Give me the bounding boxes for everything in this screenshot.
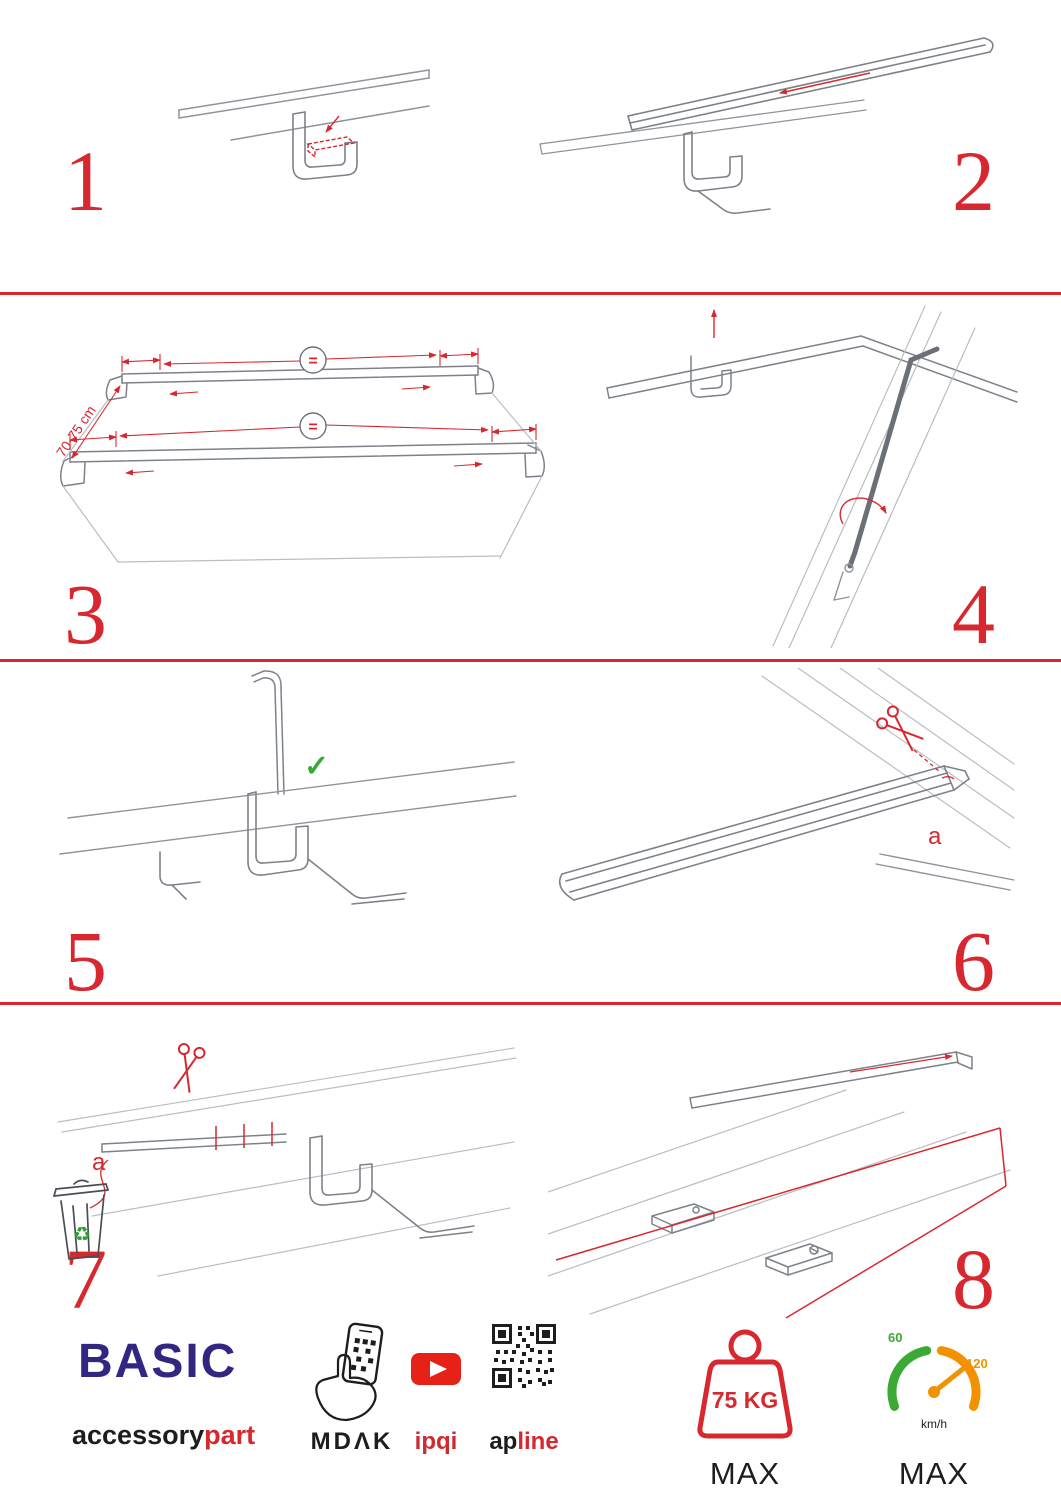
roof-lines (59, 761, 517, 855)
section-divider (0, 1002, 1061, 1005)
apline-red: line (517, 1428, 559, 1455)
step-5-illustration: ✓ (59, 670, 517, 905)
bolt-drawing (833, 563, 854, 601)
step-6-illustration: a (558, 668, 1015, 901)
clamp-drawing (292, 111, 358, 180)
qr-code-logo (492, 1324, 556, 1393)
rod-drawing (251, 670, 285, 795)
dimension-arrows (69, 348, 537, 476)
adapter-drawings (651, 1203, 833, 1276)
allen-key-icon (847, 346, 940, 569)
step-3-number: 3 (64, 566, 107, 662)
weight-75kg-icon: 75 KG (697, 1329, 793, 1439)
rail-drawing (539, 99, 867, 155)
strip-drawing (101, 1133, 287, 1153)
equals-badge: = = (299, 346, 327, 440)
speed-low-label: 60 (888, 1330, 902, 1345)
phone-scan-icon (315, 1322, 384, 1422)
clamp-drawing (683, 131, 771, 214)
step-2-number: 2 (952, 133, 995, 229)
weight-max-label: MAX (709, 1456, 781, 1491)
slide-arrow (779, 72, 871, 95)
needle-icon (931, 1365, 967, 1395)
max-speed-logo: 60 120 km/h (876, 1328, 992, 1439)
qr-modules (494, 1326, 554, 1388)
mdak-label: MDΛK (310, 1428, 394, 1455)
motion-arrows (711, 309, 887, 525)
cut-line (913, 749, 955, 780)
scissors-icon (173, 1043, 206, 1093)
section-divider (0, 292, 1061, 295)
speed-unit-label: km/h (921, 1417, 947, 1431)
youtube-logo (410, 1350, 462, 1393)
alignment-outline (555, 1054, 1007, 1319)
brand-subtitle-red: part (204, 1420, 256, 1450)
step-8-illustration (548, 1051, 1011, 1319)
step-1-number: 1 (64, 133, 107, 229)
section-divider (0, 659, 1061, 662)
roof-lines (57, 1047, 517, 1277)
qr-finder (492, 1368, 512, 1388)
step-7-illustration: a ♻ (53, 1043, 517, 1277)
speedometer-icon: 60 120 km/h (887, 1330, 988, 1431)
speed-max-label: MAX (898, 1456, 970, 1491)
hand-icon (315, 1353, 377, 1422)
clamp-drawing (309, 1135, 475, 1239)
qr-on-phone-icon (350, 1337, 376, 1372)
cut-label: a (928, 823, 942, 850)
brand-subtitle: accessorypart (72, 1420, 255, 1451)
step-1-illustration (178, 69, 430, 180)
trash-bin-icon (53, 1179, 109, 1260)
brand-title: BASIC (78, 1335, 238, 1388)
scissors-icon (876, 705, 924, 752)
max-load-logo: 75 KG (690, 1324, 800, 1451)
youtube-icon (411, 1353, 461, 1385)
weight-value: 75 KG (712, 1387, 778, 1413)
equals-symbol: = (308, 353, 317, 370)
qr-finder (492, 1324, 512, 1344)
step-5-number: 5 (64, 913, 107, 1009)
step-2-illustration (539, 37, 994, 214)
phone-scan-logo (310, 1322, 396, 1427)
play-icon (430, 1361, 447, 1377)
pillar-lines (772, 305, 976, 648)
speed-high-label: 120 (966, 1356, 988, 1371)
step-6-number: 6 (952, 913, 995, 1009)
ipqi-label: ipqi (414, 1428, 458, 1455)
rail-drawing (606, 335, 1018, 403)
step-3-illustration: = = 70-75 cm (53, 346, 545, 563)
cut-marks (89, 1122, 273, 1209)
roof-strips (761, 668, 1015, 849)
checkmark-icon: ✓ (304, 750, 329, 783)
step-4-number: 4 (952, 566, 995, 662)
roof-rail-drawing (178, 69, 430, 141)
crossbar-drawing (558, 765, 970, 901)
rubber-pad-indicator (306, 115, 356, 159)
apline-black: ap (489, 1428, 518, 1455)
crossbar-drawing (627, 37, 994, 131)
apline-label: apline (478, 1428, 570, 1456)
crossbar-drawing (689, 1051, 973, 1109)
step-4-illustration (606, 305, 1018, 648)
step-8-number: 8 (952, 1231, 995, 1327)
brand-subtitle-black: accessory (72, 1420, 205, 1450)
qr-code-icon (492, 1324, 556, 1388)
cut-label: a (92, 1149, 106, 1176)
clamp-drawing (159, 791, 407, 905)
equals-symbol: = (308, 419, 317, 436)
roof-ribs (548, 1089, 1011, 1315)
recycle-icon: ♻ (73, 1224, 91, 1246)
step-7-number: 7 (64, 1231, 107, 1327)
rail-drawing (875, 853, 1015, 891)
phone-icon (341, 1322, 384, 1386)
qr-finder (536, 1324, 556, 1344)
